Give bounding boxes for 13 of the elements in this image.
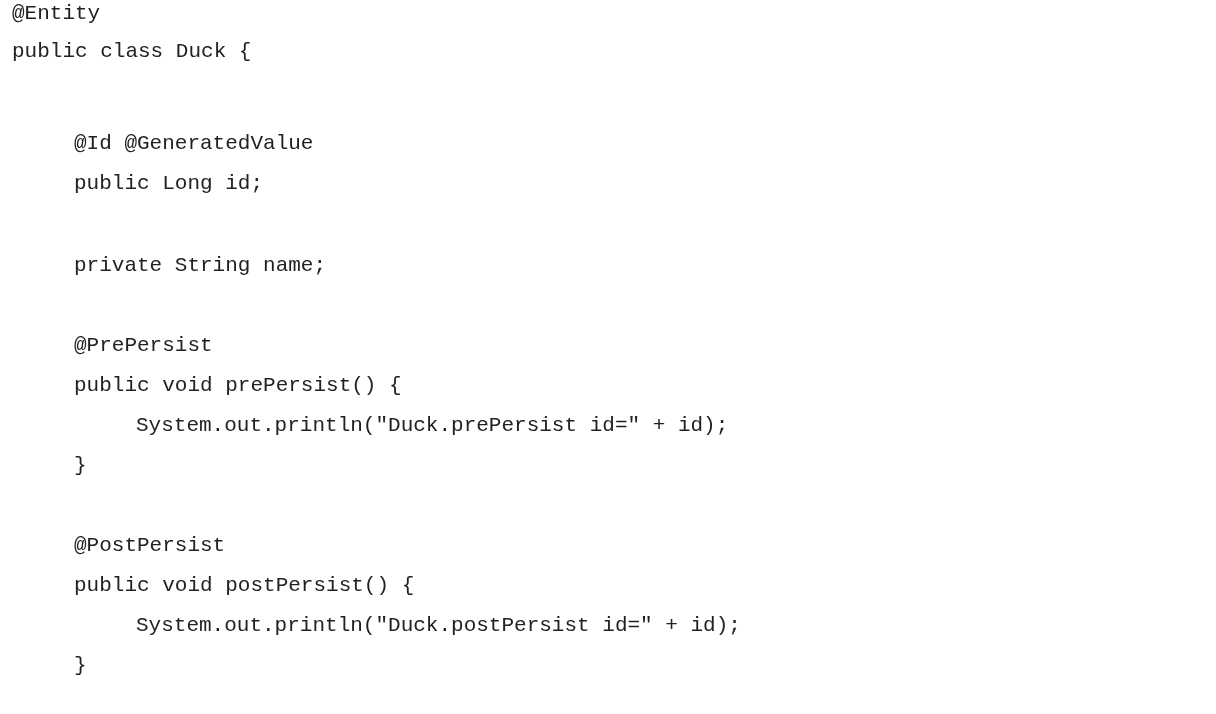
- code-line: public void postPersist() {: [74, 573, 415, 599]
- code-line: @PostPersist: [74, 533, 226, 559]
- code-line: }: [74, 653, 87, 679]
- code-line: @Id @GeneratedValue: [74, 131, 314, 157]
- code-line: }: [74, 453, 87, 479]
- code-line: public Long id;: [74, 171, 264, 197]
- code-line: System.out.println("Duck.postPersist id=" + id);: [136, 613, 741, 639]
- code-line: @PrePersist: [74, 333, 213, 359]
- code-line: @Entity: [12, 1, 101, 27]
- code-line: private String name;: [74, 253, 327, 279]
- code-line: public class Duck {: [12, 39, 252, 65]
- code-line: public void prePersist() {: [74, 373, 402, 399]
- code-line: System.out.println("Duck.prePersist id=" + id);: [136, 413, 729, 439]
